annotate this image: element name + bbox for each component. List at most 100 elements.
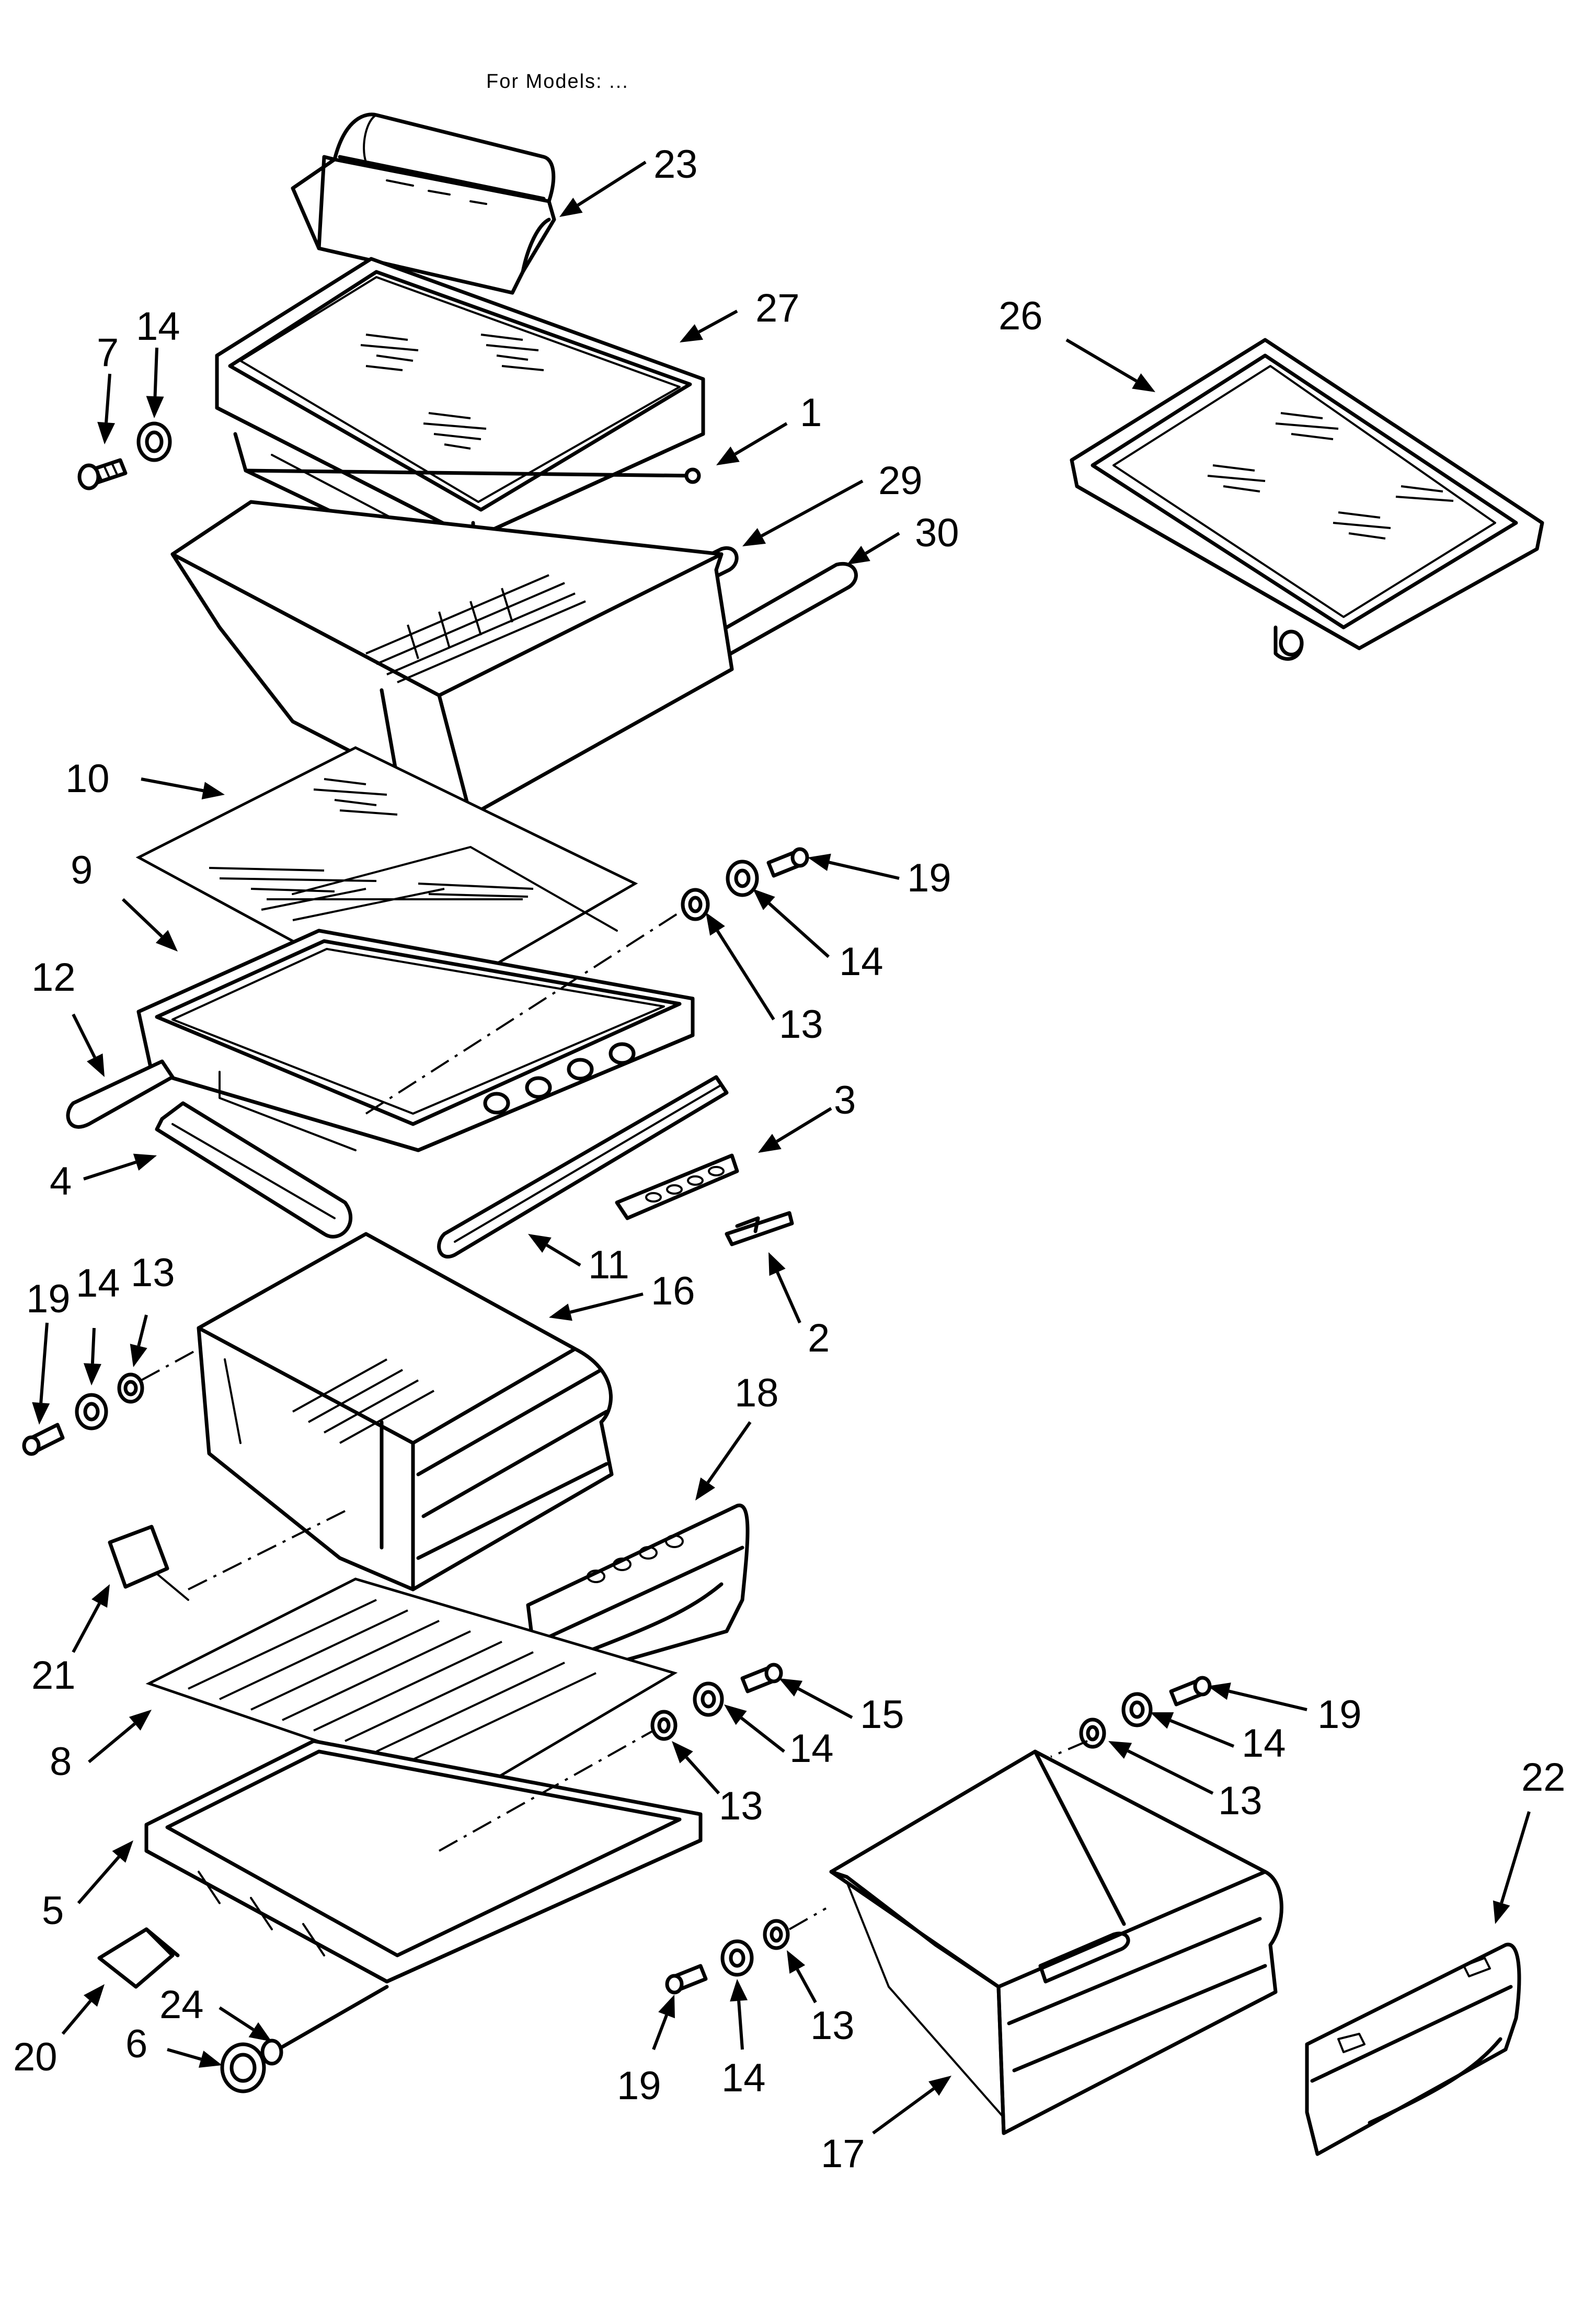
leader-line xyxy=(219,2006,255,2031)
leader-arrowhead xyxy=(742,528,766,546)
leader-arrowhead xyxy=(83,1363,101,1386)
leader-arrowhead xyxy=(928,2076,951,2096)
leader-line xyxy=(1169,1719,1235,1748)
callout-22: 22 xyxy=(1521,1755,1566,1800)
leader-line xyxy=(1065,338,1138,383)
leader-line xyxy=(167,2048,202,2061)
leader-line xyxy=(829,861,900,880)
callout-27: 27 xyxy=(755,286,800,330)
leader-arrowhead xyxy=(680,324,704,342)
callout-17: 17 xyxy=(821,2132,865,2176)
part-27-crisper-shelf xyxy=(215,257,705,541)
callout-14: 14 xyxy=(136,304,180,349)
leader-arrowhead xyxy=(32,1402,50,1425)
callout-15: 15 xyxy=(860,1692,904,1737)
callout-11: 11 xyxy=(588,1243,629,1287)
leader-arrowhead xyxy=(695,1477,716,1501)
leader-line xyxy=(652,2014,668,2051)
hardware-group-bottom xyxy=(665,1907,827,1995)
leader-line xyxy=(685,1756,720,1795)
leader-arrowhead xyxy=(1493,1900,1510,1924)
part-4-rail xyxy=(155,1101,353,1239)
leader-line xyxy=(1500,1811,1531,1904)
leader-line xyxy=(1229,1689,1307,1711)
leader-line xyxy=(83,1160,136,1181)
leader-line xyxy=(698,310,738,334)
part-26-side-shelf xyxy=(1070,338,1544,661)
leader-line xyxy=(740,1716,785,1753)
leader-arrowhead xyxy=(83,1984,105,2007)
callout-8: 8 xyxy=(50,1739,72,1784)
leader-arrowhead xyxy=(129,1710,152,1731)
leader-line xyxy=(761,479,864,537)
callout-18: 18 xyxy=(735,1371,779,1415)
leader-arrowhead xyxy=(1150,1712,1174,1729)
callout-5: 5 xyxy=(42,1888,64,1933)
leader-line xyxy=(768,902,830,958)
hardware-group-mid-right xyxy=(365,847,809,1115)
callout-14: 14 xyxy=(789,1726,834,1771)
leader-arrowhead xyxy=(779,1678,803,1697)
leader-line xyxy=(72,1602,101,1653)
callout-3: 3 xyxy=(834,1078,856,1123)
leader-line xyxy=(88,1722,136,1764)
leader-line xyxy=(105,373,111,423)
part-21-clip xyxy=(108,1510,346,1601)
callout-26: 26 xyxy=(999,294,1043,338)
leader-line xyxy=(737,2000,744,2050)
callout-14: 14 xyxy=(839,940,883,984)
leader-arrowhead xyxy=(146,396,164,418)
part-23-dairy-bin xyxy=(291,112,556,295)
leader-arrowhead xyxy=(1108,1741,1132,1759)
leader-line xyxy=(77,1856,120,1904)
callout-23: 23 xyxy=(653,142,698,187)
leader-arrowhead xyxy=(201,782,225,799)
leader-arrowhead xyxy=(155,930,178,952)
leader-line xyxy=(153,347,158,397)
callout-13: 13 xyxy=(779,1002,823,1047)
leader-line xyxy=(141,777,204,793)
part-8-glass-shelf xyxy=(145,1577,678,1795)
part-2-clip xyxy=(725,1211,794,1246)
leader-line xyxy=(570,1292,644,1314)
callout-10: 10 xyxy=(65,757,110,801)
callout-9: 9 xyxy=(71,848,93,892)
leader-line xyxy=(776,1272,801,1324)
callout-4: 4 xyxy=(50,1159,72,1204)
leader-line xyxy=(90,1327,96,1364)
leader-arrowhead xyxy=(248,2022,272,2042)
callout-6: 6 xyxy=(125,2022,147,2066)
part-5-shelf-frame xyxy=(144,1739,703,1984)
leader-arrowhead xyxy=(97,421,116,444)
leader-arrowhead xyxy=(1132,373,1155,392)
callout-29: 29 xyxy=(878,459,923,503)
leader-line xyxy=(716,930,775,1021)
leader-line xyxy=(776,1107,832,1143)
callout-12: 12 xyxy=(31,955,76,1000)
callout-13: 13 xyxy=(131,1251,175,1295)
leader-line xyxy=(797,1687,853,1719)
leader-arrowhead xyxy=(1208,1682,1231,1700)
leader-line xyxy=(39,1322,49,1403)
leader-line xyxy=(1127,1749,1214,1795)
callout-21: 21 xyxy=(31,1653,76,1698)
crisper-pan-upper xyxy=(170,500,734,818)
leader-line xyxy=(872,2087,935,2135)
part-20-cap xyxy=(97,1927,180,1989)
part-22-drawer-front xyxy=(1305,1942,1521,2156)
leader-line xyxy=(577,161,647,207)
leader-arrowhead xyxy=(528,1234,552,1253)
leader-arrowhead xyxy=(549,1303,572,1321)
leader-line xyxy=(121,898,163,938)
leader-arrowhead xyxy=(706,912,725,936)
hardware-group-left xyxy=(22,1348,199,1456)
leader-arrowhead xyxy=(133,1153,157,1171)
callout-19: 19 xyxy=(1317,1692,1362,1737)
callout-19: 19 xyxy=(907,856,951,900)
leader-arrowhead xyxy=(198,2051,222,2068)
leader-arrowhead xyxy=(672,1741,693,1764)
part-9-cover-frame xyxy=(136,929,695,1152)
part-16-crisper-drawer xyxy=(197,1232,614,1592)
part-6-roller xyxy=(220,1985,389,2093)
